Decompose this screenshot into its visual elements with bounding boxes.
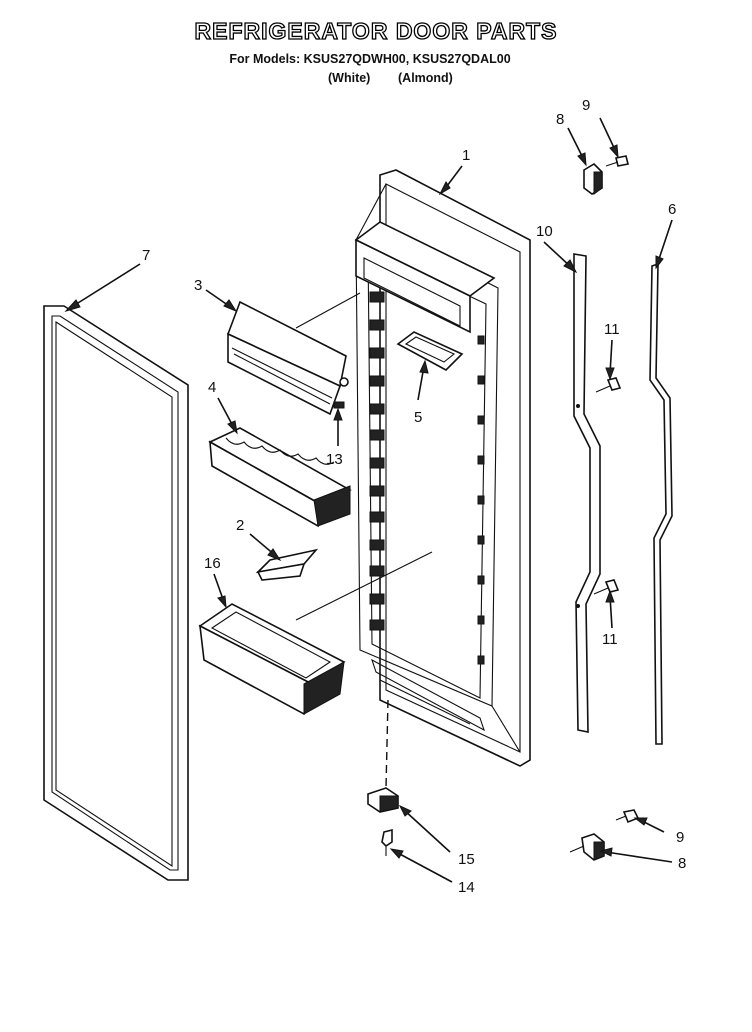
callout-6: 6 [668,201,676,218]
screw-11-bottom-part [593,579,620,595]
callout-16: 16 [204,555,221,572]
callout-8-top: 8 [556,111,564,128]
callout-2: 2 [236,517,244,534]
callout-15: 15 [458,851,475,868]
diagram-title: REFRIGERATOR DOOR PARTS [194,17,558,44]
door-gasket-part [43,305,189,881]
screw-11-top-part [595,377,622,393]
callout-11-bottom: 11 [602,631,618,648]
callout-13: 13 [326,451,343,468]
trim-strip-part [649,262,673,745]
color-almond-label: (Almond) [398,71,453,85]
callout-11-top: 11 [604,321,620,338]
egg-holder-part [208,427,352,528]
callout-1: 1 [462,147,470,164]
door-bin-part [198,551,433,716]
alignment-line [385,699,389,789]
callout-9-bottom: 9 [676,829,684,846]
leader-lines [64,117,673,883]
callout-9-top: 9 [582,97,590,114]
callout-5: 5 [414,409,422,426]
top-hinge-part [583,155,629,195]
callout-7: 7 [142,247,150,264]
bottom-bracket-part [569,809,640,861]
handle-bracket-part [573,253,601,733]
callout-8-bottom: 8 [678,855,686,872]
callout-3: 3 [194,277,202,294]
bin-clip-part [255,548,319,581]
dairy-compartment-part [226,292,361,416]
screw-13-part [333,401,345,409]
callout-10: 10 [536,223,553,240]
door-panel-part [354,169,531,767]
color-white-label: (White) [328,71,371,85]
callout-14: 14 [458,879,475,896]
models-line: For Models: KSUS27QDWH00, KSUS27QDAL00 [229,52,511,66]
egg-tray-part [396,331,464,371]
callout-4: 4 [208,379,216,396]
bottom-hinge-part [367,787,399,856]
